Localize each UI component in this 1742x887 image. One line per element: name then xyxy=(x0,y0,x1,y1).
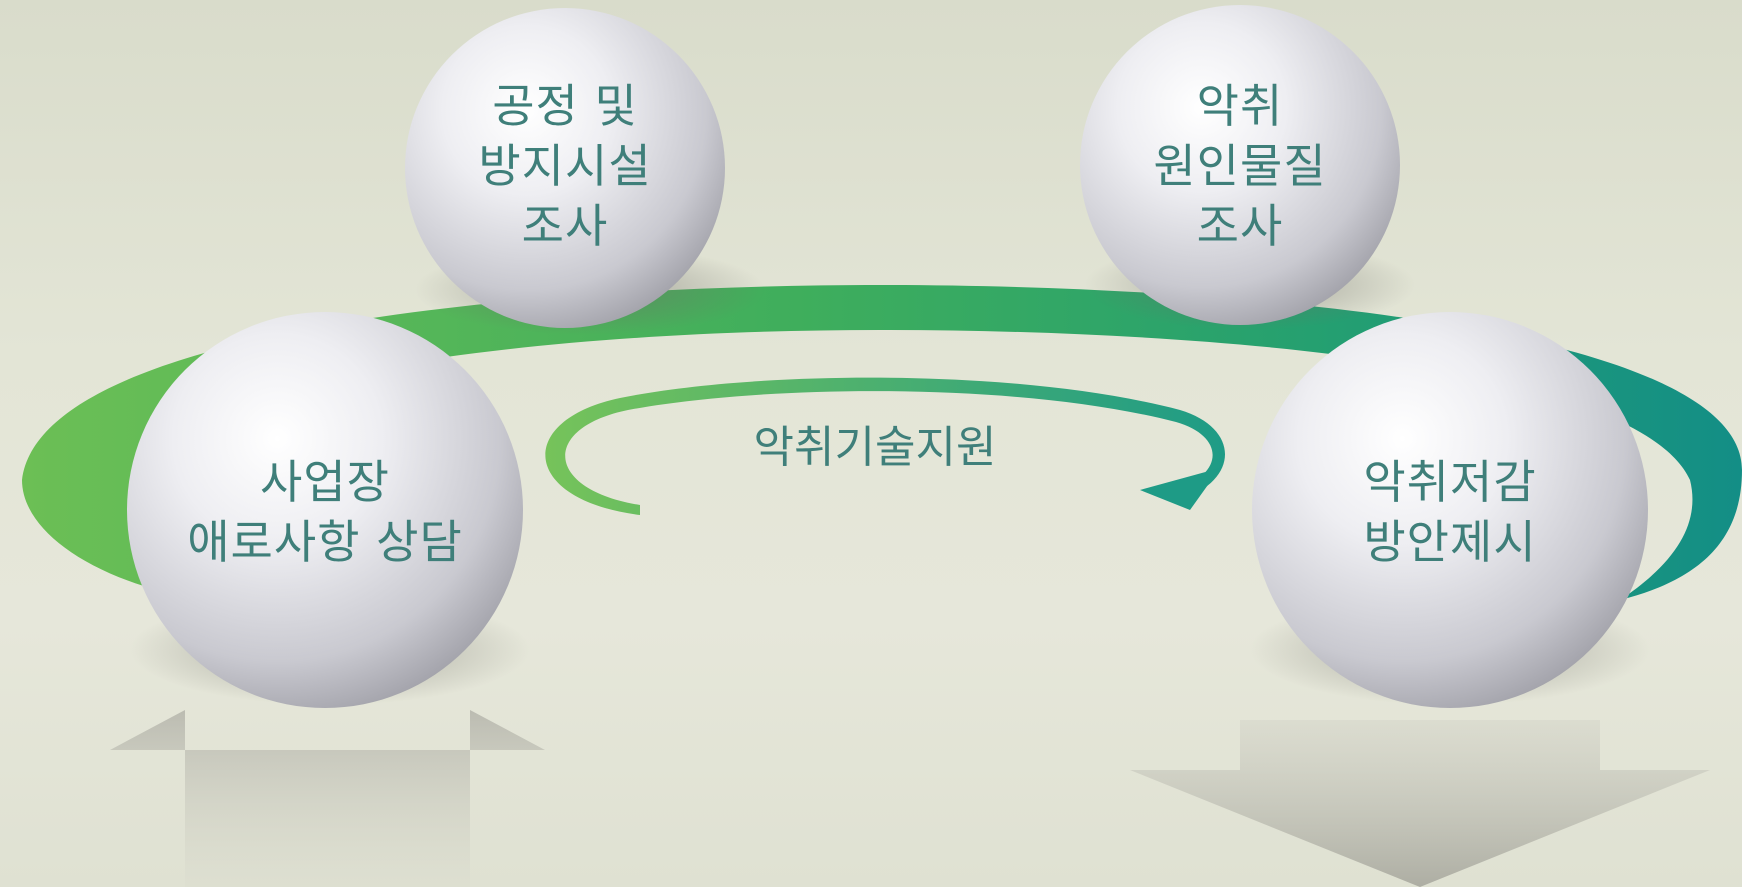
step-line: 공정 및 xyxy=(492,79,638,133)
bottom-right-arrow xyxy=(1130,720,1710,887)
step-line: 조사 xyxy=(521,199,609,253)
inner-cycle-arrowhead xyxy=(1140,468,1220,510)
step-line: 악취저감 xyxy=(1363,455,1537,509)
step-line: 사업장 xyxy=(260,455,390,509)
step-line: 방지시설 xyxy=(478,139,652,193)
sphere-consult xyxy=(127,312,523,708)
bottom-left-arrow xyxy=(110,710,545,887)
step-label-cause: 악취 원인물질 조사 xyxy=(1080,76,1400,256)
step-line: 애로사항 상담 xyxy=(187,515,463,569)
step-line: 방안제시 xyxy=(1363,515,1537,569)
step-label-consult: 사업장 애로사항 상담 xyxy=(145,452,505,572)
step-line: 악취 xyxy=(1196,79,1284,133)
step-line: 조사 xyxy=(1196,199,1284,253)
step-line: 원인물질 xyxy=(1153,139,1327,193)
center-label: 악취기술지원 xyxy=(753,422,997,473)
sphere-process-survey xyxy=(405,8,725,328)
step-label-process: 공정 및 방지시설 조사 xyxy=(405,76,725,256)
step-label-reduction: 악취저감 방안제시 xyxy=(1290,452,1610,572)
inner-cycle-arrow xyxy=(545,377,1225,515)
sphere-reduction xyxy=(1252,312,1648,708)
sphere-cause-survey xyxy=(1080,5,1400,325)
